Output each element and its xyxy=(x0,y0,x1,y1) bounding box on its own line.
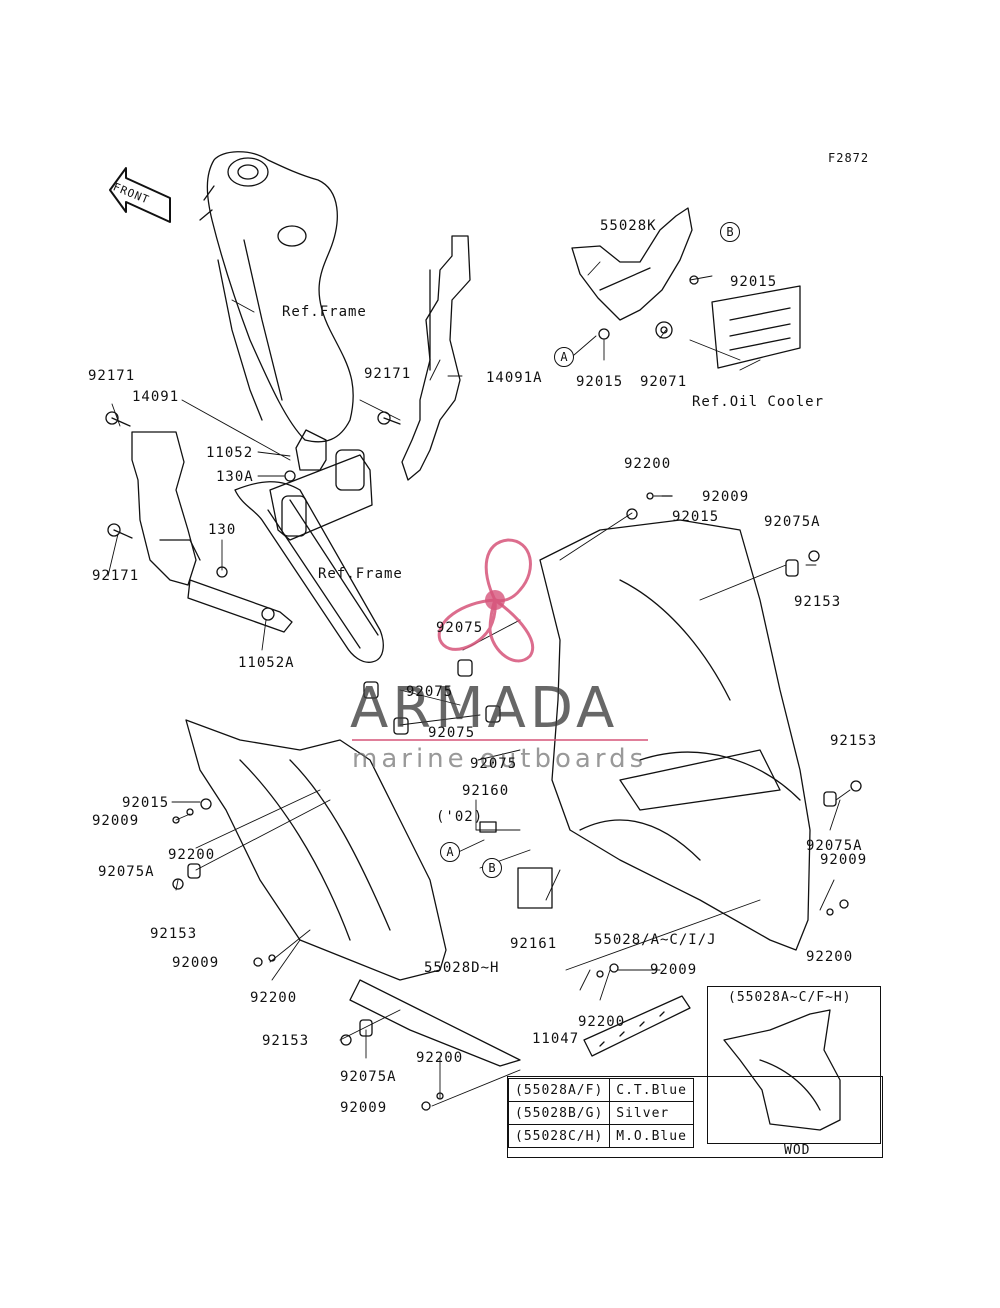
part-92075A-right: 92075A xyxy=(764,514,821,530)
figure-code: F2872 xyxy=(828,151,870,165)
callout-a-mid: A xyxy=(440,842,460,862)
table-cell-color: Silver xyxy=(609,1101,694,1125)
part-92009-bottom: 92009 xyxy=(340,1100,388,1116)
bracket-14091 xyxy=(131,431,201,586)
part-92075A-far-right: 92075A xyxy=(806,838,863,854)
part-92200-far-right: 92200 xyxy=(806,949,854,965)
part-130A: 130A xyxy=(216,469,254,485)
part-92009-far-right: 92009 xyxy=(820,852,868,868)
part-14091A: 14091A xyxy=(486,370,543,386)
part-92171-center: 92171 xyxy=(364,366,412,382)
ref-frame-lower: Ref.Frame xyxy=(318,566,403,582)
part-92200-bottom: 92200 xyxy=(416,1050,464,1066)
watermark-brand: ARMADA xyxy=(350,676,619,741)
part-92075A-left: 92075A xyxy=(98,864,155,880)
bracket-11052A xyxy=(187,579,293,633)
part-92009-low-mid: 92009 xyxy=(650,962,698,978)
color-table-frame xyxy=(507,1076,883,1158)
table-cell-code: (55028A/F) xyxy=(507,1078,611,1102)
part-11052: 11052 xyxy=(206,445,254,461)
watermark-logo-icon xyxy=(437,538,534,663)
part-11052A: 11052A xyxy=(238,655,295,671)
part-92153-left: 92153 xyxy=(150,926,198,942)
table-row: (55028A/F) C.T.Blue xyxy=(507,1078,694,1102)
table-cell-code: (55028B/G) xyxy=(507,1101,611,1125)
watermark-divider xyxy=(352,739,648,741)
part-92153-bottom: 92153 xyxy=(262,1033,310,1049)
part-92153-right: 92153 xyxy=(794,594,842,610)
part-92200-top: 92200 xyxy=(624,456,672,472)
part-92009-low-left: 92009 xyxy=(172,955,220,971)
part-14091: 14091 xyxy=(132,389,180,405)
part-92071: 92071 xyxy=(640,374,688,390)
part-11047: 11047 xyxy=(532,1031,580,1047)
watermark-tagline: marine outboards xyxy=(352,744,648,774)
ref-frame-upper: Ref.Frame xyxy=(282,304,367,320)
fairing-main xyxy=(539,519,811,951)
inset-fairing xyxy=(723,1009,841,1131)
part-92171-left-bottom: 92171 xyxy=(92,568,140,584)
part-92171-left-top: 92171 xyxy=(88,368,136,384)
part-55028-aci: 55028/A~C/I/J xyxy=(594,932,717,948)
table-row: (55028C/H) M.O.Blue xyxy=(507,1124,694,1148)
part-92200-low-mid: 92200 xyxy=(578,1014,626,1030)
leader-lines xyxy=(107,261,851,1107)
inset-title: (55028A~C/F~H) xyxy=(728,990,852,1005)
color-table: (55028A/F) C.T.Blue (55028B/G) Silver (5… xyxy=(507,1078,694,1148)
part-92075A-bottom: 92075A xyxy=(340,1069,397,1085)
part-92075-a: 92075 xyxy=(406,684,454,700)
part-55028D: 55028D~H xyxy=(424,960,500,976)
part-92161: 92161 xyxy=(510,936,558,952)
part-92075-mid: 92075 xyxy=(436,620,484,636)
part-92015-mid: 92015 xyxy=(672,509,720,525)
part-55028K: 55028K xyxy=(600,218,657,234)
oil-cooler xyxy=(711,285,801,369)
cover-55028K xyxy=(571,207,693,321)
callout-b-top: B xyxy=(720,222,740,242)
table-cell-code: (55028C/H) xyxy=(507,1124,611,1148)
table-row: (55028B/G) Silver xyxy=(507,1101,694,1125)
callout-b-mid: B xyxy=(482,858,502,878)
table-cell-color: C.T.Blue xyxy=(609,1078,694,1102)
front-arrow-icon xyxy=(109,167,171,223)
inset-box xyxy=(707,986,881,1144)
inset-caption: WOD xyxy=(784,1143,811,1158)
table-cell-color: M.O.Blue xyxy=(609,1124,694,1148)
hardware-parts xyxy=(105,275,862,1111)
part-92075-c: 92075 xyxy=(470,756,518,772)
bracket-14091A xyxy=(401,235,471,481)
bracket-11047 xyxy=(583,995,691,1057)
part-92200-left: 92200 xyxy=(168,847,216,863)
frame-upper xyxy=(199,151,354,443)
part-92015-b: 92015 xyxy=(730,274,778,290)
callout-a-top: A xyxy=(554,347,574,367)
part-92015-left: 92015 xyxy=(122,795,170,811)
part-92075-b: 92075 xyxy=(428,725,476,741)
part-130: 130 xyxy=(208,522,237,538)
center-bracket xyxy=(269,429,373,541)
part-92160: 92160 xyxy=(462,783,510,799)
part-92009-top: 92009 xyxy=(702,489,750,505)
ref-oil-cooler: Ref.Oil Cooler xyxy=(692,394,825,410)
part-92153-far-right: 92153 xyxy=(830,733,878,749)
part-year-02: ('02) xyxy=(436,809,484,825)
part-92009-left: 92009 xyxy=(92,813,140,829)
part-92015-a: 92015 xyxy=(576,374,624,390)
part-92200-low-left: 92200 xyxy=(250,990,298,1006)
